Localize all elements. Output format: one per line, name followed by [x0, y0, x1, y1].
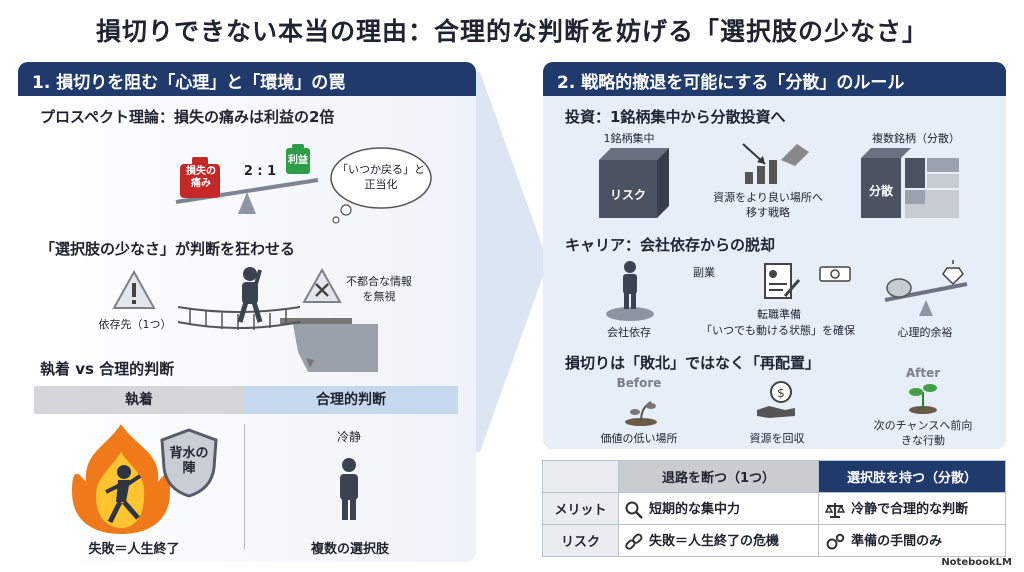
risk-options-text: 準備の手間のみ	[851, 534, 943, 550]
warning-icon	[112, 269, 156, 309]
recover-coin-icon: $	[757, 381, 795, 418]
single-stock-label: 1銘柄集中	[603, 132, 655, 145]
broken-chain-icon	[625, 533, 643, 550]
page-title: 損切りできない本当の理由：合理的な判断を妨げる「選択肢の少なさ」	[95, 17, 928, 46]
fire-icon	[72, 424, 170, 534]
ratio-label: 2 : 1	[243, 164, 277, 179]
merit-burn-cell: 短期的な集中力	[617, 492, 820, 525]
sprout-icon	[909, 384, 937, 414]
merit-options-text: 冷静で合理的な判断	[851, 502, 969, 518]
narrow-bridge-icon	[177, 267, 378, 372]
table-header-burn-bridges: 退路を断つ（1つ）	[617, 460, 820, 493]
ignore-warning-icon	[302, 267, 342, 303]
dependency-label: 依存先（1つ）	[98, 318, 172, 331]
strategy-panel-header: 2. 戦略的撤退を可能にする「分散」のルール	[543, 62, 1006, 96]
gears-icon	[826, 533, 845, 550]
attach-caption: 失敗＝人生終了	[88, 542, 180, 557]
invest-heading: 投資：1銘柄集中から分散投資へ	[565, 108, 786, 126]
shield-icon	[160, 428, 218, 498]
side-job-label: 副業	[693, 266, 715, 279]
ignore-label: 不都合な情報を無視	[346, 275, 412, 303]
shield-label: 背水の陣	[169, 446, 209, 476]
transition-arrow	[470, 72, 548, 452]
merit-burn-text: 短期的な集中力	[649, 502, 741, 518]
row-label-risk: リスク	[542, 524, 619, 557]
resume-icon	[764, 263, 801, 299]
single-cube-icon	[599, 148, 669, 218]
seesaw-icon	[175, 144, 319, 214]
calm-person-icon	[340, 458, 358, 520]
compare-divider	[244, 424, 245, 550]
comparison-table: 退路を断つ（1つ） 選択肢を持つ（分散） メリット 短期的な集中力 冷静で合理的…	[542, 460, 1006, 557]
table-corner	[542, 460, 619, 493]
table-row: リスク 失敗＝人生終了の危機 準備の手間のみ	[542, 524, 1006, 557]
before-caption: 価値の低い場所	[600, 432, 678, 445]
job-prep-label: 転職準備	[757, 308, 801, 321]
notebooklm-logo: NotebookLM	[941, 557, 1012, 568]
mental-margin-label: 心理的余裕	[897, 326, 953, 339]
ready-state-label: 「いつでも動ける状態」を確保	[701, 324, 855, 337]
svg-text:$: $	[777, 386, 785, 400]
table-header-options: 選択肢を持つ（分散）	[818, 460, 1006, 493]
company-person-icon	[606, 261, 654, 321]
thought-cloud-icon	[330, 147, 432, 224]
few-options-heading: 「選択肢の少なさ」が判断を狂わせる	[40, 240, 296, 258]
psychology-panel: 1. 損切りを阻む「心理」と「環境」の罠 プロスペクト理論：損失の痛みは利益の2…	[18, 62, 476, 562]
strategy-panel: 2. 戦略的撤退を可能にする「分散」のルール 投資：1銘柄集中から分散投資へ 1…	[543, 62, 1006, 449]
rational-caption: 複数の選択肢	[310, 542, 389, 557]
thought-text: 「いつか戻る」と正当化	[337, 163, 425, 191]
relocate-heading: 損切りは「敗北」ではなく「再配置」	[565, 354, 821, 372]
after-caption: 次のチャンスへ前向きな行動	[873, 419, 973, 447]
loss-weight-label: 損失の痛み	[186, 166, 216, 189]
table-row: メリット 短期的な集中力 冷静で合理的な判断	[542, 492, 1006, 525]
calm-label: 冷静	[336, 430, 361, 444]
recover-caption: 資源を回収	[749, 432, 805, 445]
row-label-merit: メリット	[542, 492, 619, 525]
multi-stock-label: 複数銘柄（分散）	[872, 132, 960, 145]
before-label: Before	[616, 376, 662, 390]
risk-label: リスク	[609, 188, 646, 202]
magnifier-icon	[625, 501, 643, 519]
risk-options-cell: 準備の手間のみ	[818, 524, 1006, 557]
attach-column-header: 執着	[34, 386, 244, 414]
money-icon	[819, 266, 851, 282]
after-label: After	[905, 366, 941, 380]
rational-column-header: 合理的判断	[244, 386, 458, 414]
risk-burn-cell: 失敗＝人生終了の危機	[617, 524, 820, 557]
risk-burn-text: 失敗＝人生終了の危機	[649, 534, 780, 550]
balance-diamond-icon	[884, 260, 968, 316]
scale-icon	[824, 502, 846, 518]
compare-heading: 執着 vs 合理的判断	[40, 360, 175, 378]
psychology-panel-header: 1. 損切りを阻む「心理」と「環境」の罠	[18, 62, 476, 96]
reallocate-strategy-label: 資源をより良い場所へ移す戦略	[713, 191, 823, 219]
career-heading: キャリア：会社依存からの脱却	[565, 236, 776, 254]
prospect-heading: プロスペクト理論：損失の痛みは利益の2倍	[40, 108, 335, 126]
wilted-plant-icon	[625, 401, 657, 426]
diversify-label: 分散	[868, 184, 893, 198]
gain-weight-label: 利益	[288, 155, 308, 166]
chart-move-icon	[742, 143, 809, 184]
company-dependency-label: 会社依存	[607, 326, 651, 339]
diversified-cubes-icon	[861, 148, 959, 218]
merit-options-cell: 冷静で合理的な判断	[818, 492, 1006, 525]
